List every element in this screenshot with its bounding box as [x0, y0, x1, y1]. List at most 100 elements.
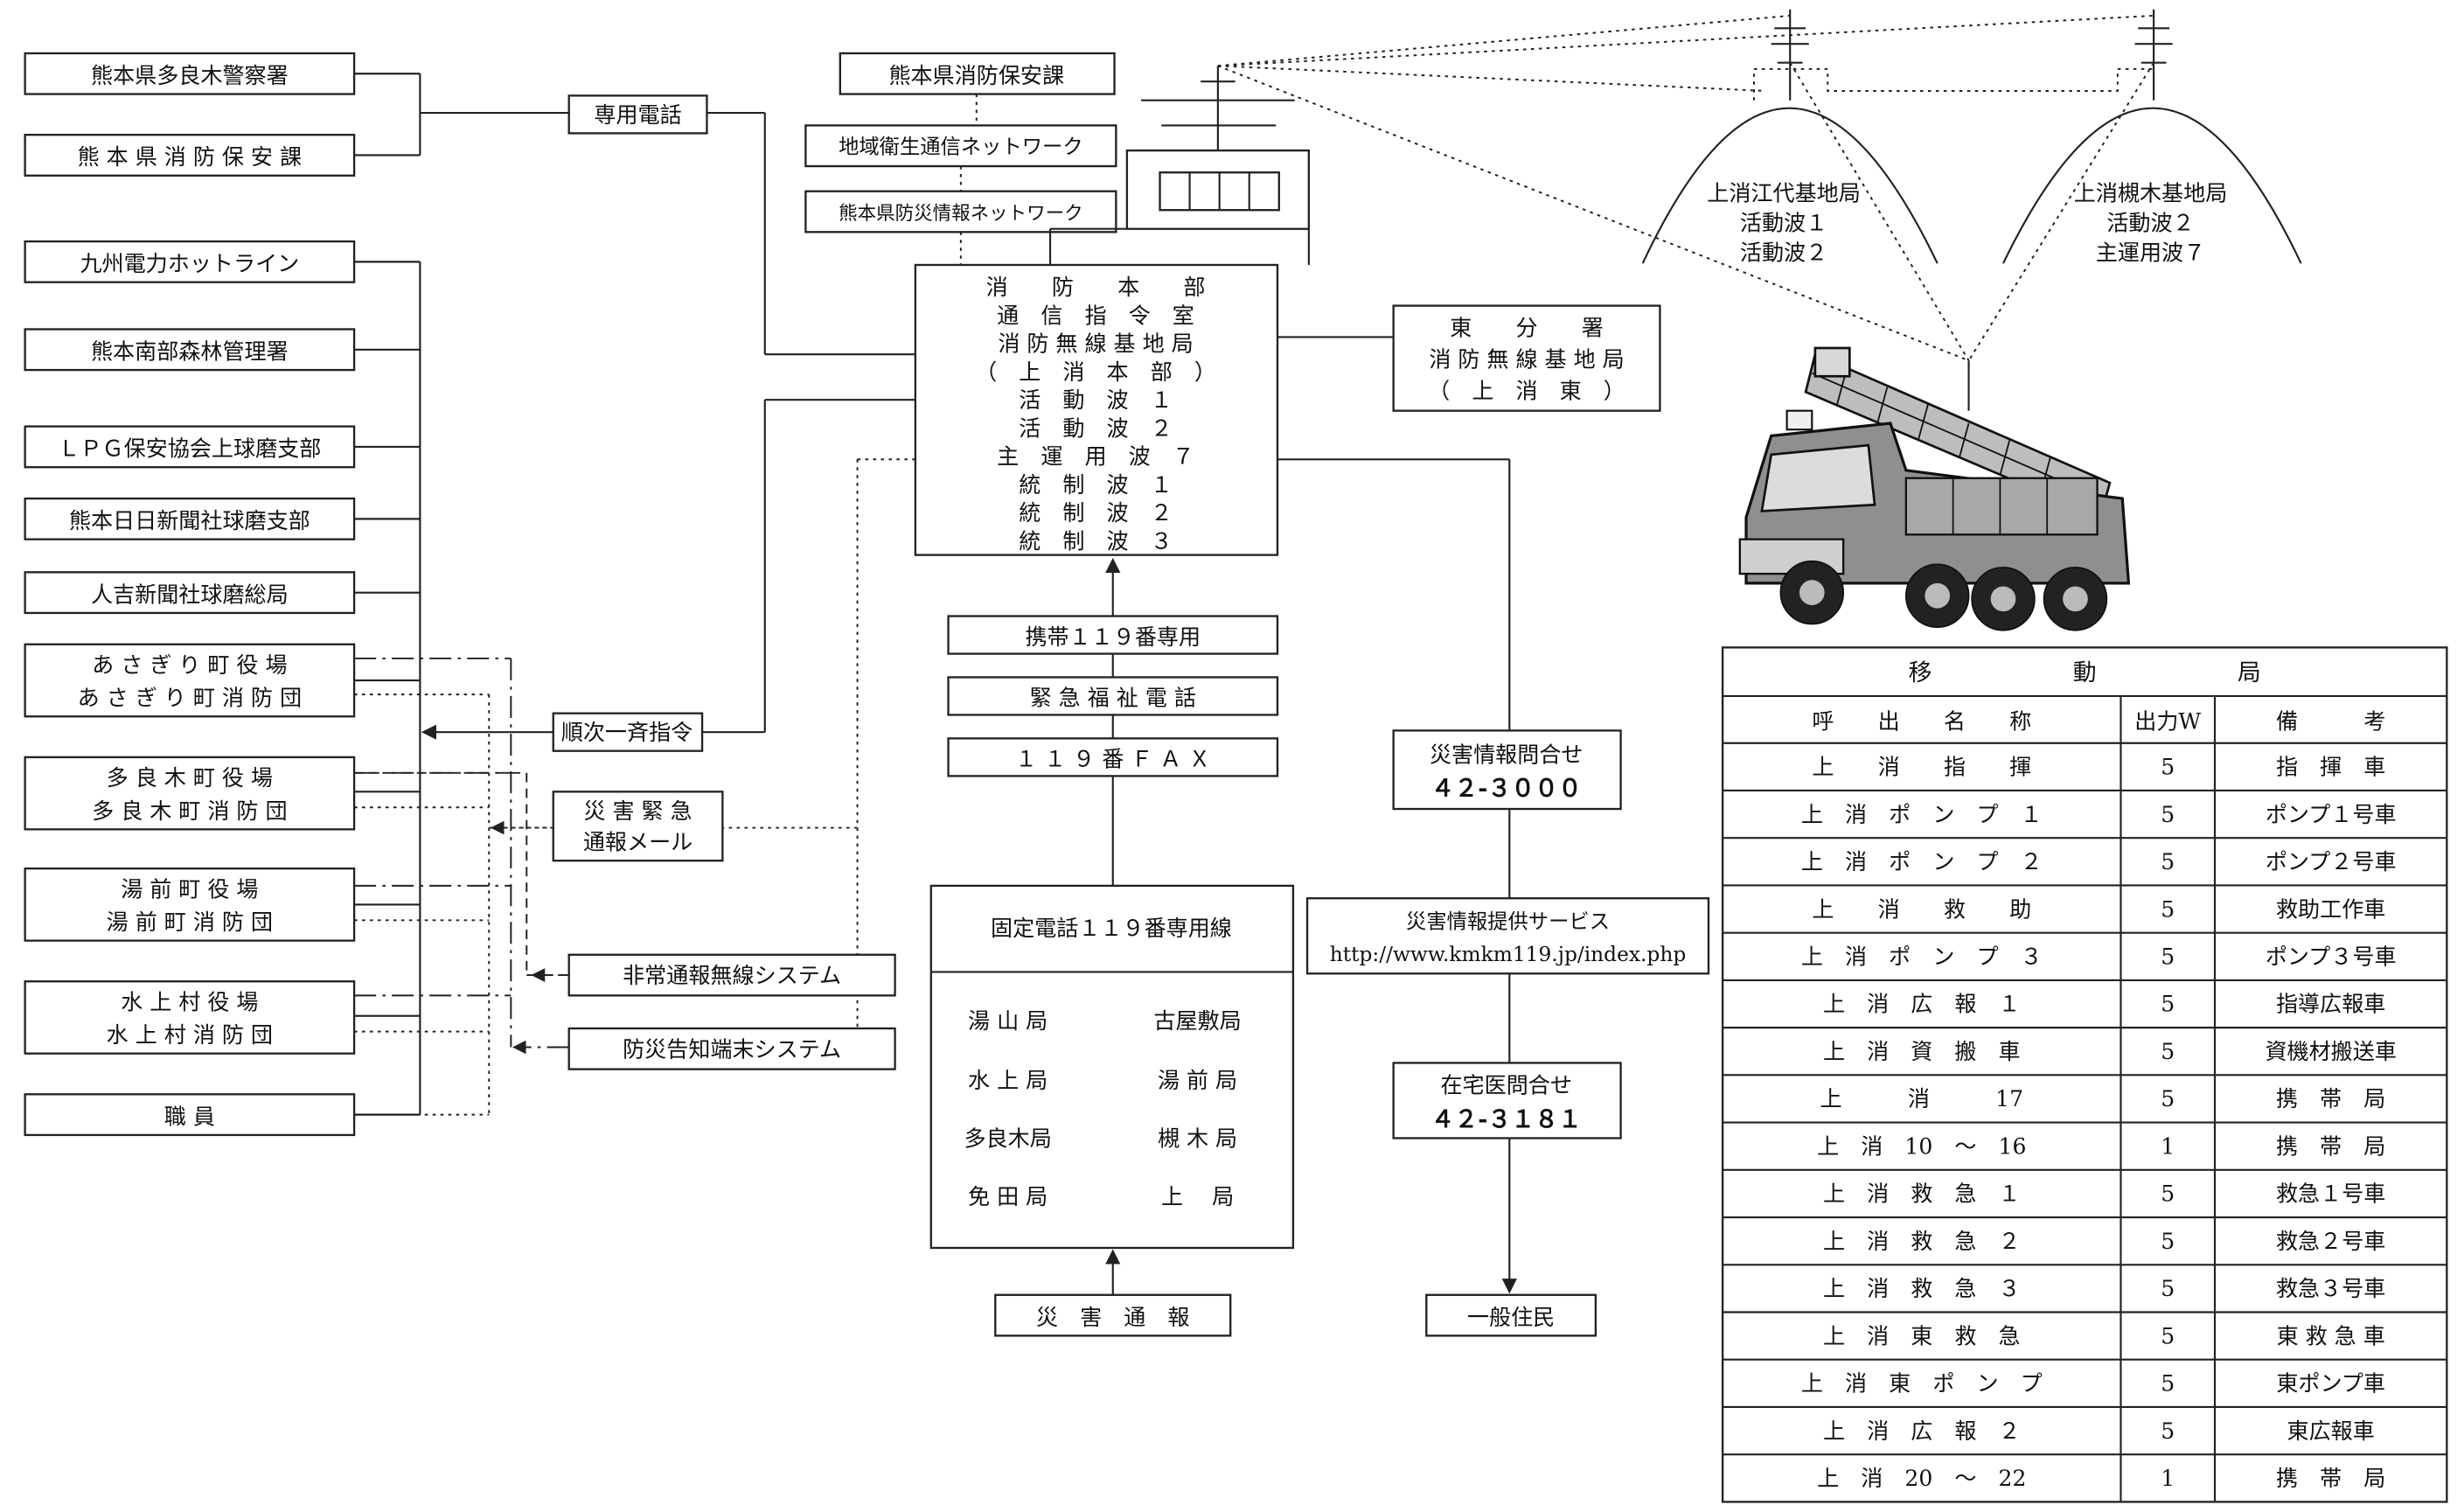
east-station: 東 分 署 消 防 無 線 基 地 局 （ 上 消 東 ） [1392, 304, 1661, 412]
hq-wave: 統 制 波 １ [1019, 472, 1173, 498]
org-pref-fire-safety: 熊 本 県 消 防 保 安 課 [24, 134, 356, 177]
table-cell-note: ポンプ３号車 [2266, 944, 2397, 970]
hq-line: 消 防 無 線 基 地 局 [998, 331, 1193, 357]
info-service-label: 災害情報提供サービス [1406, 909, 1610, 933]
org-label: 熊本県多良木警察署 [91, 63, 289, 88]
org-taragi: 多 良 木 町 役 場 多 良 木 町 消 防 団 [24, 756, 356, 831]
org-kyushu-electric: 九州電力ホットライン [24, 240, 356, 283]
org-forest-office: 熊本南部森林管理署 [24, 328, 356, 372]
fixed-line-title: 固定電話１１９番専用線 [991, 916, 1232, 941]
hq-line: 消 防 本 部 [986, 275, 1206, 300]
table-cell-note: 携 帯 局 [2276, 1466, 2385, 1491]
table-header-name: 呼 出 名 称 [1812, 709, 2031, 735]
org-pref-police: 熊本県多良木警察署 [24, 52, 356, 95]
connector-label: 災 害 緊 急 [583, 798, 692, 824]
table-cell-power: 5 [2161, 1276, 2175, 1301]
table-title: 移 動 局 [1909, 659, 2261, 686]
table-cell-note: 携 帯 局 [2276, 1086, 2385, 1111]
brigade-dashed-lines [354, 771, 569, 977]
table-cell-name: 上 消 17 [1820, 1086, 2024, 1111]
network-label: 地域衛生通信ネットワーク [839, 136, 1083, 159]
table-cell-name: 上 消 ポ ン プ １ [1801, 802, 2043, 827]
hq-line: （ 上 消 本 部 ） [975, 359, 1216, 385]
input-label: 携帯１１９番専用 [1025, 624, 1201, 650]
network-label: 熊本県防災情報ネットワーク [839, 203, 1083, 225]
table-cell-power: 5 [2161, 755, 2175, 780]
table-cell-power: 5 [2161, 1418, 2175, 1444]
org-label: 人吉新聞社球磨総局 [91, 582, 289, 607]
mountain-base-station-tsukinoki-icon [2002, 9, 2302, 264]
table-cell-name: 上 消 ポ ン プ ２ [1801, 849, 2043, 874]
office-label: 多 良 木 町 役 場 [107, 765, 273, 791]
table-cell-power: 5 [2161, 944, 2175, 970]
org-label: 職 員 [164, 1104, 215, 1129]
table-cell-power: 5 [2161, 896, 2175, 922]
doctor-inquiry-label: 在宅医問合せ [1440, 1073, 1571, 1098]
doctor-inquiry-number: ４２-３１８１ [1431, 1106, 1582, 1133]
org-label: 九州電力ホットライン [80, 251, 299, 276]
hq-wave: 統 制 波 ２ [1019, 500, 1173, 526]
fixed-line-box: 固定電話１１９番専用線 湯 山 局 古屋敷局 水 上 局 湯 前 局 多良木局 … [929, 884, 1295, 1250]
table-cell-note: 救急２号車 [2276, 1229, 2385, 1254]
office-label: あ さ ぎ り 町 役 場 [92, 652, 287, 678]
disaster-report-box: 災 害 通 報 [994, 1293, 1232, 1337]
table-cell-note: ポンプ１号車 [2266, 802, 2397, 827]
brigade-label: あ さ ぎ り 町 消 防 団 [78, 686, 302, 711]
table-cell-power: 5 [2161, 802, 2175, 827]
brigade-label: 湯 前 町 消 防 団 [107, 909, 273, 935]
table-cell-power: 1 [2161, 1133, 2175, 1159]
connector-sequential-command: 順次一斉指令 [552, 712, 704, 752]
office-label: 湯 前 町 役 場 [121, 876, 258, 902]
table-header-note: 備 考 [2276, 709, 2385, 735]
org-yunomae: 湯 前 町 役 場 湯 前 町 消 防 団 [24, 867, 356, 942]
table-cell-power: 5 [2161, 849, 2175, 874]
base-station-wave: 活動波２ [1740, 240, 1827, 266]
disaster-inquiry-box: 災害情報問合せ ４２-３０００ [1392, 729, 1622, 811]
info-service-box: 災害情報提供サービス http://www.kmkm119.jp/index.p… [1305, 897, 1710, 975]
info-service-url: http://www.kmkm119.jp/index.php [1330, 943, 1686, 966]
east-line: 消 防 無 線 基 地 局 [1429, 346, 1624, 372]
table-cell-note: 指導広報車 [2276, 992, 2385, 1017]
brigade-label: 多 良 木 町 消 防 団 [92, 798, 287, 824]
connector-dedicated-phone: 専用電話 [567, 94, 708, 135]
inquiry-label: 災害情報問合せ [1430, 742, 1584, 767]
table-cell-note: 救急１号車 [2276, 1181, 2385, 1207]
table-cell-name: 上 消 指 揮 [1812, 755, 2031, 780]
table-cell-name: 上 消 広 報 １ [1823, 992, 2021, 1017]
base-station-wave: 主運用波７ [2096, 240, 2205, 266]
station-label: 古屋敷局 [1153, 1008, 1241, 1034]
inquiry-number: ４２-３０００ [1431, 776, 1582, 803]
hq-line: 通 信 指 令 室 [997, 303, 1194, 328]
base-station-wave: 活動波１ [1740, 211, 1827, 236]
org-asagiri: あ さ ぎ り 町 役 場 あ さ ぎ り 町 消 防 団 [24, 643, 356, 718]
input-label: 緊 急 福 祉 電 話 [1030, 686, 1196, 711]
radio-links [1217, 14, 2157, 411]
table-cell-name: 上 消 救 急 １ [1823, 1181, 2021, 1207]
org-mizukami: 水 上 村 役 場 水 上 村 消 防 団 [24, 980, 356, 1055]
connector-label: 非常通報無線システム [623, 963, 841, 988]
residents-box: 一般住民 [1425, 1293, 1597, 1337]
org-label: 熊 本 県 消 防 保 安 課 [78, 144, 302, 170]
brigade-label: 水 上 村 消 防 団 [107, 1022, 273, 1048]
station-label: 上 局 [1161, 1184, 1234, 1209]
disaster-report-label: 災 害 通 報 [1036, 1305, 1190, 1330]
fax-119-box: １ １ ９ 番 Ｆ Ａ Ｘ [947, 737, 1279, 777]
table-cell-name: 上 消 救 急 ３ [1823, 1276, 2021, 1301]
station-label: 多良木局 [964, 1125, 1051, 1151]
hq-antenna-icon [1048, 66, 1311, 265]
table-header-power: 出力W [2134, 709, 2201, 735]
table-cell-power: 1 [2161, 1466, 2175, 1491]
org-label: ＬＰＧ保安協会上球磨支部 [58, 436, 321, 462]
table-cell-name: 上 消 10 〜 16 [1817, 1133, 2026, 1159]
org-label: 熊本南部森林管理署 [91, 339, 289, 365]
org-staff: 職 員 [24, 1093, 356, 1137]
table-cell-note: 東 救 急 車 [2277, 1323, 2385, 1348]
station-label: 湯 前 局 [1158, 1068, 1237, 1093]
hq-wave: 活 動 波 ２ [1019, 415, 1173, 441]
org-label: 熊本日日新聞社球磨支部 [69, 508, 310, 533]
table-cell-power: 5 [2161, 1039, 2175, 1064]
org-kumanichi: 熊本日日新聞社球磨支部 [24, 497, 356, 540]
table-cell-note: 携 帯 局 [2276, 1133, 2385, 1159]
hq-wave: 活 動 波 １ [1019, 387, 1173, 413]
